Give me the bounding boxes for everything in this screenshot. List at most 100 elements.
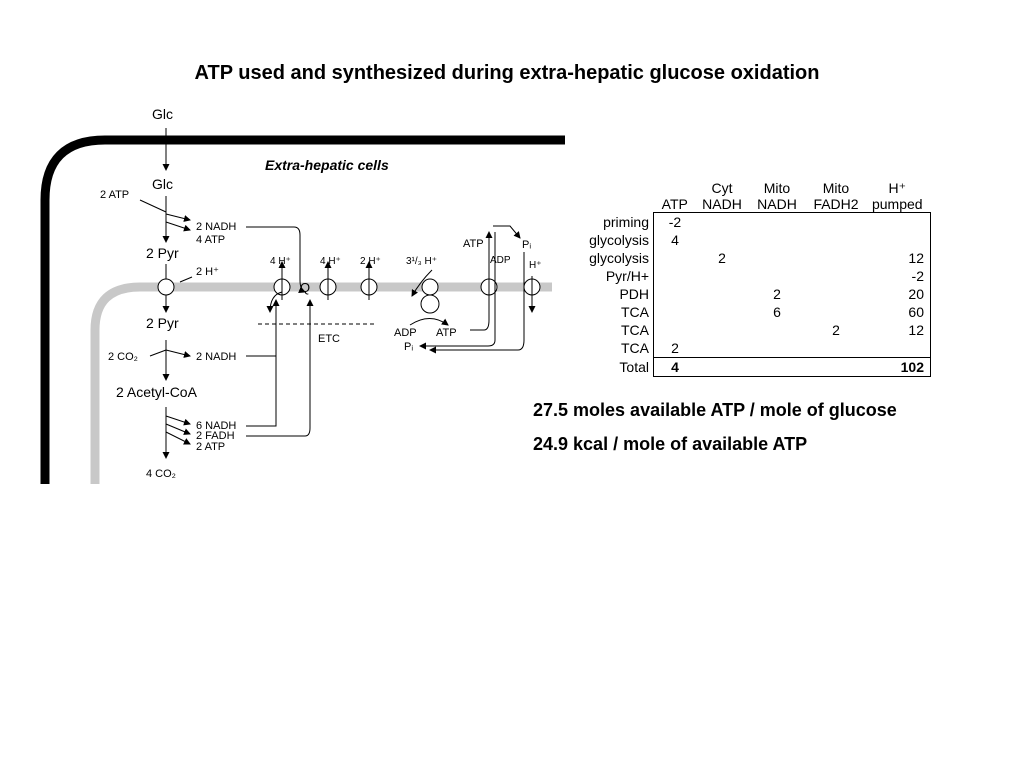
row-label: TCA [621, 340, 649, 357]
nadh-glycolysis-label: 2 NADH [196, 221, 236, 233]
q-label: Q [300, 280, 310, 295]
h-plus-pyr-label: 2 H⁺ [196, 266, 219, 278]
atp-synthase-f1 [420, 294, 440, 314]
atp-out-label: ATP [463, 238, 484, 250]
atp-table: Cyt Mito Mito H⁺ ATP NADH NADH FADH2 pum… [565, 180, 931, 377]
row-label: PDH [619, 286, 649, 302]
row-label: Total [619, 359, 649, 375]
moles-statement: 27.5 moles available ATP / mole of gluco… [533, 400, 897, 420]
table-cell [696, 231, 748, 249]
table-cell: 4 [653, 231, 696, 249]
row-label: glycolysis [589, 250, 649, 266]
table-cell [653, 321, 696, 339]
row-label: Pyr/H+ [605, 268, 649, 284]
etc-label: ETC [318, 333, 340, 345]
table-row: Pyr/H+ -2 [565, 267, 931, 285]
co2-tca-label: 4 CO₂ [146, 468, 176, 480]
table-cell [748, 321, 806, 339]
h4b-label: 4 H⁺ [320, 256, 341, 267]
atp-in-mito-label: ATP [436, 327, 457, 339]
glc-inner-label: Glc [152, 176, 173, 192]
table-cell [806, 231, 866, 249]
table-cell [696, 303, 748, 321]
co2-pdh-label: 2 CO₂ [108, 351, 138, 363]
row-label: TCA [621, 322, 649, 338]
table-cell: -2 [866, 267, 931, 285]
table-cell [748, 212, 806, 231]
atp-synthase-f0 [421, 278, 439, 296]
table-row: TCA 6 60 [565, 303, 931, 321]
nadh-tca-label: 6 NADH [196, 420, 236, 432]
table-cell [806, 249, 866, 267]
pyruvate-carrier [157, 278, 175, 296]
mito-membrane [90, 282, 552, 484]
h-carrier-label: H⁺ [529, 260, 542, 271]
h4a-label: 4 H⁺ [270, 256, 291, 267]
table-cell [806, 285, 866, 303]
table-cell [806, 339, 866, 358]
table-cell: 12 [866, 249, 931, 267]
plasma-membrane [40, 135, 565, 484]
table-cell [866, 231, 931, 249]
table-cell [696, 339, 748, 358]
table-cell [653, 303, 696, 321]
adp-in-label: ADP [394, 327, 417, 339]
fadh-tca-label: 2 FADH [196, 430, 235, 442]
pyr-cytosol-label: 2 Pyr [146, 245, 179, 261]
table-cell [696, 285, 748, 303]
table-cell [748, 249, 806, 267]
table-cell [696, 212, 748, 231]
header-pumped: pumped [871, 196, 923, 212]
table-cell: 6 [773, 304, 781, 320]
page-title: ATP used and synthesized during extra-he… [194, 62, 820, 84]
table-cell [748, 339, 806, 358]
header-cyt: Cyt [711, 180, 733, 196]
pi-in-label: Pᵢ [404, 341, 413, 353]
table-row: priming-2 [565, 212, 931, 231]
header-mito-1: Mito [763, 180, 791, 196]
atp-glycolysis-label: 4 ATP [196, 234, 225, 246]
table-cell: 12 [866, 321, 931, 339]
h-third-label: 3¹/₃ H⁺ [406, 256, 437, 267]
header-nadh-mito: NADH [757, 196, 797, 212]
table-row: PDH 2 20 [565, 285, 931, 303]
table-cell [696, 321, 748, 339]
table-cell [653, 249, 696, 267]
pyr-mito-label: 2 Pyr [146, 315, 179, 331]
table-cell [866, 212, 931, 231]
h2-label: 2 H⁺ [360, 256, 381, 267]
table-cell [653, 267, 696, 285]
adp-out-label: ADP [490, 255, 511, 266]
table-cell [653, 285, 696, 303]
table-cell: 60 [866, 303, 931, 321]
table-cell [748, 267, 806, 285]
header-mito-2: Mito [822, 180, 850, 196]
table-cell: 2 [832, 322, 840, 338]
row-label: glycolysis [589, 232, 649, 248]
table-cell [748, 357, 806, 377]
table-cell [806, 267, 866, 285]
header-fadh2: FADH2 [813, 196, 859, 212]
table-cell [806, 357, 866, 377]
kcal-statement: 24.9 kcal / mole of available ATP [533, 434, 808, 454]
table-cell [806, 212, 866, 231]
table-cell [696, 267, 748, 285]
row-label: TCA [621, 304, 649, 320]
header-atp: ATP [661, 196, 688, 212]
table-cell: 2 [773, 286, 781, 302]
row-label: priming [603, 213, 649, 230]
glc-top-label: Glc [152, 106, 173, 122]
table-cell [696, 357, 748, 377]
table-cell [806, 303, 866, 321]
table-cell [866, 339, 931, 358]
table-row: TCA 2 12 [565, 321, 931, 339]
table-cell: 4 [653, 357, 696, 377]
table-cell [748, 231, 806, 249]
table-cell: -2 [653, 212, 696, 231]
table-cell: 20 [866, 285, 931, 303]
